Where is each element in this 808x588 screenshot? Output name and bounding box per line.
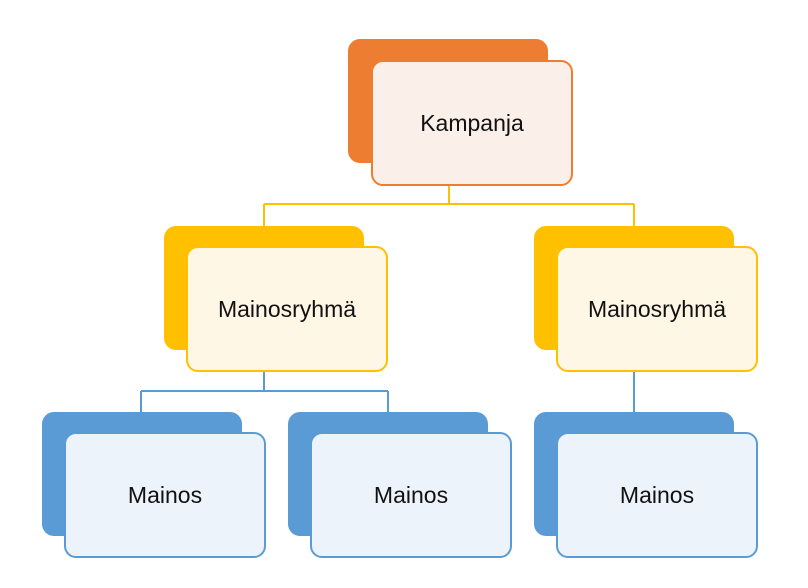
- ad-label: Mainos: [619, 481, 695, 508]
- ad-group-node-box: Mainosryhmä: [556, 246, 758, 372]
- campaign-node-box: Kampanja: [371, 60, 573, 186]
- ad-group-label: Mainosryhmä: [587, 295, 727, 322]
- ad-label: Mainos: [373, 481, 449, 508]
- ad-node-box: Mainos: [310, 432, 512, 558]
- ad-group-node-box: Mainosryhmä: [186, 246, 388, 372]
- ad-node-box: Mainos: [556, 432, 758, 558]
- ad-group-label: Mainosryhmä: [217, 295, 357, 322]
- ad-node-box: Mainos: [64, 432, 266, 558]
- ad-label: Mainos: [127, 481, 203, 508]
- campaign-label: Kampanja: [420, 109, 524, 136]
